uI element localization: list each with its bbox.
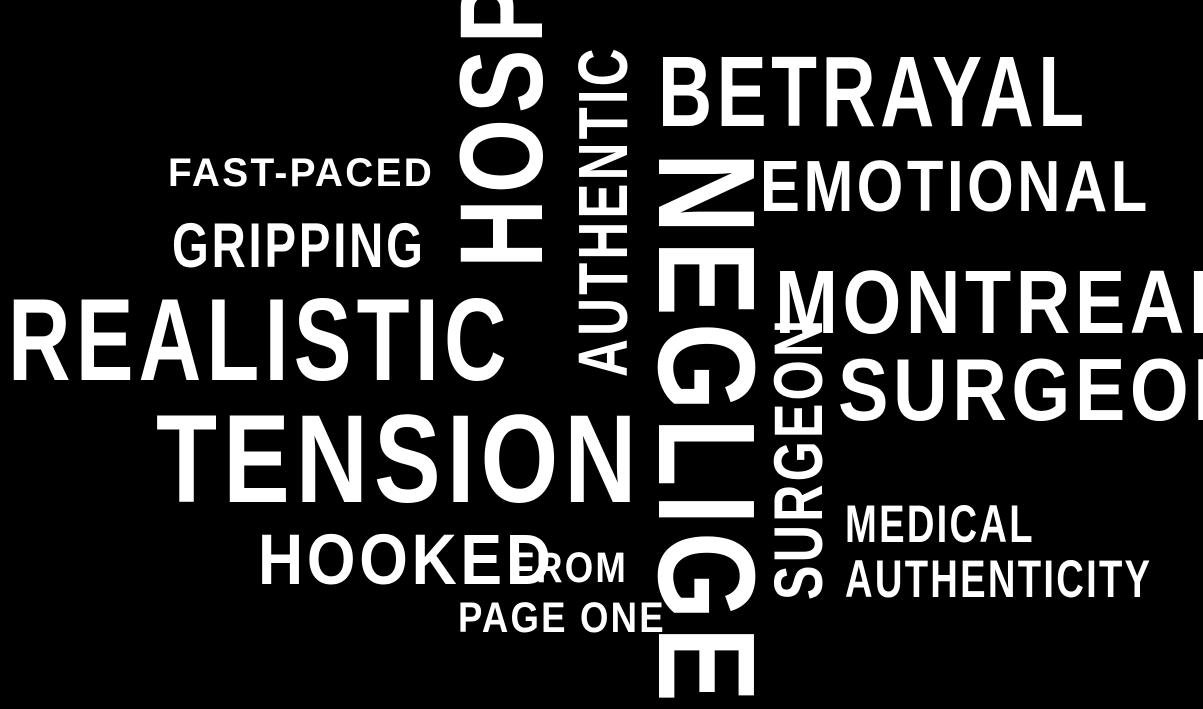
cloud-word-montreal: MONTREAL <box>775 253 1203 353</box>
cloud-word-medical-authenticity: MEDICAL AUTHENTICITY <box>845 495 1153 610</box>
cloud-word-authentic: AUTHENTIC <box>564 45 642 377</box>
cloud-word-fast-paced: FAST-PACED <box>168 151 435 195</box>
cloud-word-emotional: EMOTIONAL <box>760 147 1151 227</box>
cloud-word-hooked: HOOKED <box>258 521 555 600</box>
cloud-word-hosp: HOSP <box>436 0 568 269</box>
cloud-word-betrayal: BETRAYAL <box>658 36 1089 148</box>
cloud-word-realistic: REALISTIC <box>8 274 512 405</box>
cloud-word-tension: TENSION <box>156 390 643 529</box>
cloud-word-gripping: GRIPPING <box>172 211 426 281</box>
cloud-word-surgeon: SURGEON <box>838 340 1203 439</box>
cloud-word-surgeon: SURGEON <box>760 316 837 600</box>
cloud-word-from-page-one: FROM PAGE ONE <box>458 544 666 642</box>
